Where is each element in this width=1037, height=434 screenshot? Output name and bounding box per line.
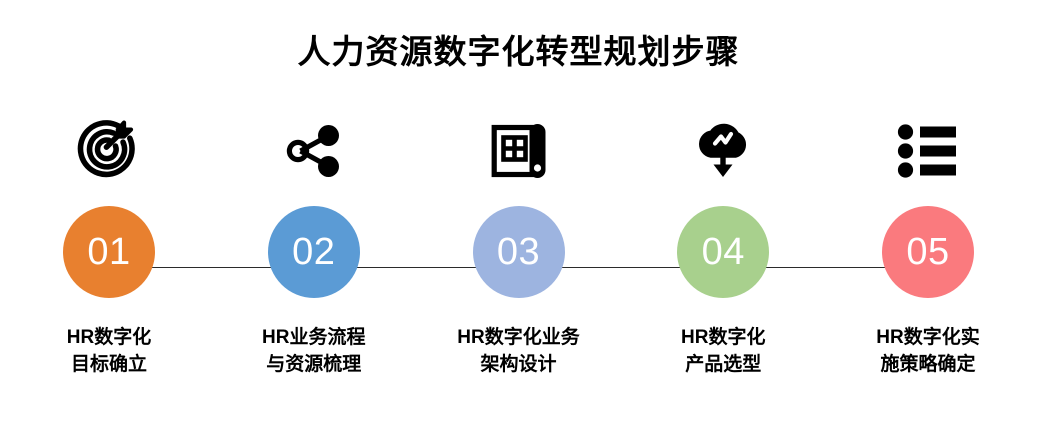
step-item-5[interactable]: 05 HR数字化实 施策略确定 [830,108,1026,378]
step-item-3[interactable]: 03 HR数字化业务 架构设计 [421,108,617,378]
step-number-4: 04 [701,230,745,273]
step-caption-4: HR数字化 产品选型 [681,327,766,375]
step-number-3: 03 [496,230,541,273]
bulleted-list-icon [897,108,959,194]
step-caption-1: HR数字化 目标确立 [66,327,152,375]
step-caption-3: HR数字化业务 架构设计 [457,327,580,375]
step-number-circle-5[interactable]: 05 [882,206,974,298]
step-number-1: 01 [87,230,131,273]
blueprint-icon [489,108,549,194]
step-number-2: 02 [292,230,336,273]
step-number-circle-3[interactable]: 03 [472,206,565,298]
step-number-circle-4[interactable]: 04 [677,206,770,298]
share-network-icon [282,108,346,194]
target-arrow-icon [76,108,142,194]
step-caption-2: HR业务流程 与资源梳理 [262,327,366,375]
step-number-circle-1[interactable]: 01 [63,206,155,298]
step-item-1[interactable]: 01 HR数字化 目标确立 [11,108,207,378]
step-caption-5: HR数字化实 施策略确定 [876,327,980,375]
steps-row: 01 HR数字化 目标确立 02 HR业务流程 与资源梳理 [0,108,1037,434]
step-number-circle-2[interactable]: 02 [267,206,360,298]
page-title: 人力资源数字化转型规划步骤 [297,33,740,70]
step-item-4[interactable]: 04 HR数字化 产品选型 [625,108,821,378]
cloud-download-icon [691,108,755,194]
step-item-2[interactable]: 02 HR业务流程 与资源梳理 [216,108,412,378]
step-number-5: 05 [906,230,950,273]
